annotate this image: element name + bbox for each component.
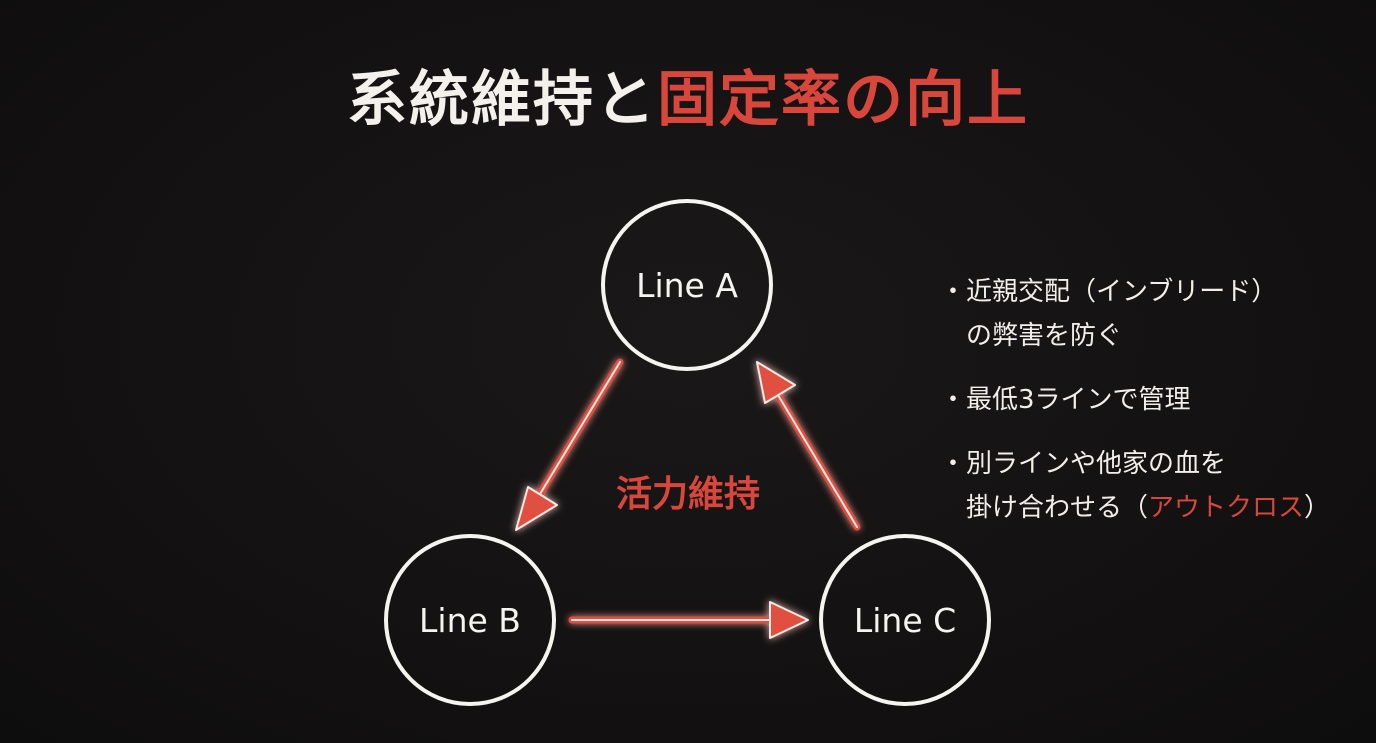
bullet-3-line-2-prefix: 掛け合わせる（ [966, 493, 1149, 523]
bullet-1-line-1: 近親交配（インブリード） [966, 277, 1278, 307]
title-main-text: 系統維持と [347, 65, 657, 135]
bullet-marker: ・ [940, 385, 967, 415]
bullet-marker: ・ [940, 449, 967, 479]
bullet-item-outcross: ・ 別ラインや他家の血を 掛け合わせる（アウトクロス） [940, 442, 1370, 530]
bullet-3-line-2-suffix: ） [1304, 493, 1331, 523]
node-line-a: Line A [601, 199, 773, 371]
node-line-c-label: Line C [854, 601, 956, 640]
slide-title: 系統維持と固定率の向上 [0, 58, 1376, 142]
bullet-item-inbreeding: ・ 近親交配（インブリード） の弊害を防ぐ [940, 270, 1370, 358]
node-line-c: Line C [819, 534, 991, 706]
bullet-3-line-2: 掛け合わせる（アウトクロス） [966, 486, 1370, 530]
node-line-b: Line B [384, 534, 556, 706]
arrow-a-to-b [515, 358, 624, 531]
arrow-b-to-c [568, 601, 809, 639]
node-line-a-label: Line A [636, 266, 738, 305]
arrow-c-to-a [756, 361, 861, 531]
node-line-b-label: Line B [419, 601, 521, 640]
title-highlight-text: 固定率の向上 [657, 65, 1029, 135]
bullet-item-three-lines: ・ 最低3ラインで管理 [940, 378, 1370, 422]
bullet-list: ・ 近親交配（インブリード） の弊害を防ぐ ・ 最低3ラインで管理 ・ 別ライン… [940, 270, 1370, 550]
outcross-highlight: アウトクロス [1148, 493, 1305, 523]
bullet-1-line-2: の弊害を防ぐ [966, 321, 1123, 351]
bullet-3-line-1: 別ラインや他家の血を [966, 449, 1227, 479]
bullet-2-line-1: 最低3ラインで管理 [966, 385, 1191, 415]
center-label: 活力維持 [616, 473, 760, 515]
bullet-marker: ・ [940, 277, 967, 307]
